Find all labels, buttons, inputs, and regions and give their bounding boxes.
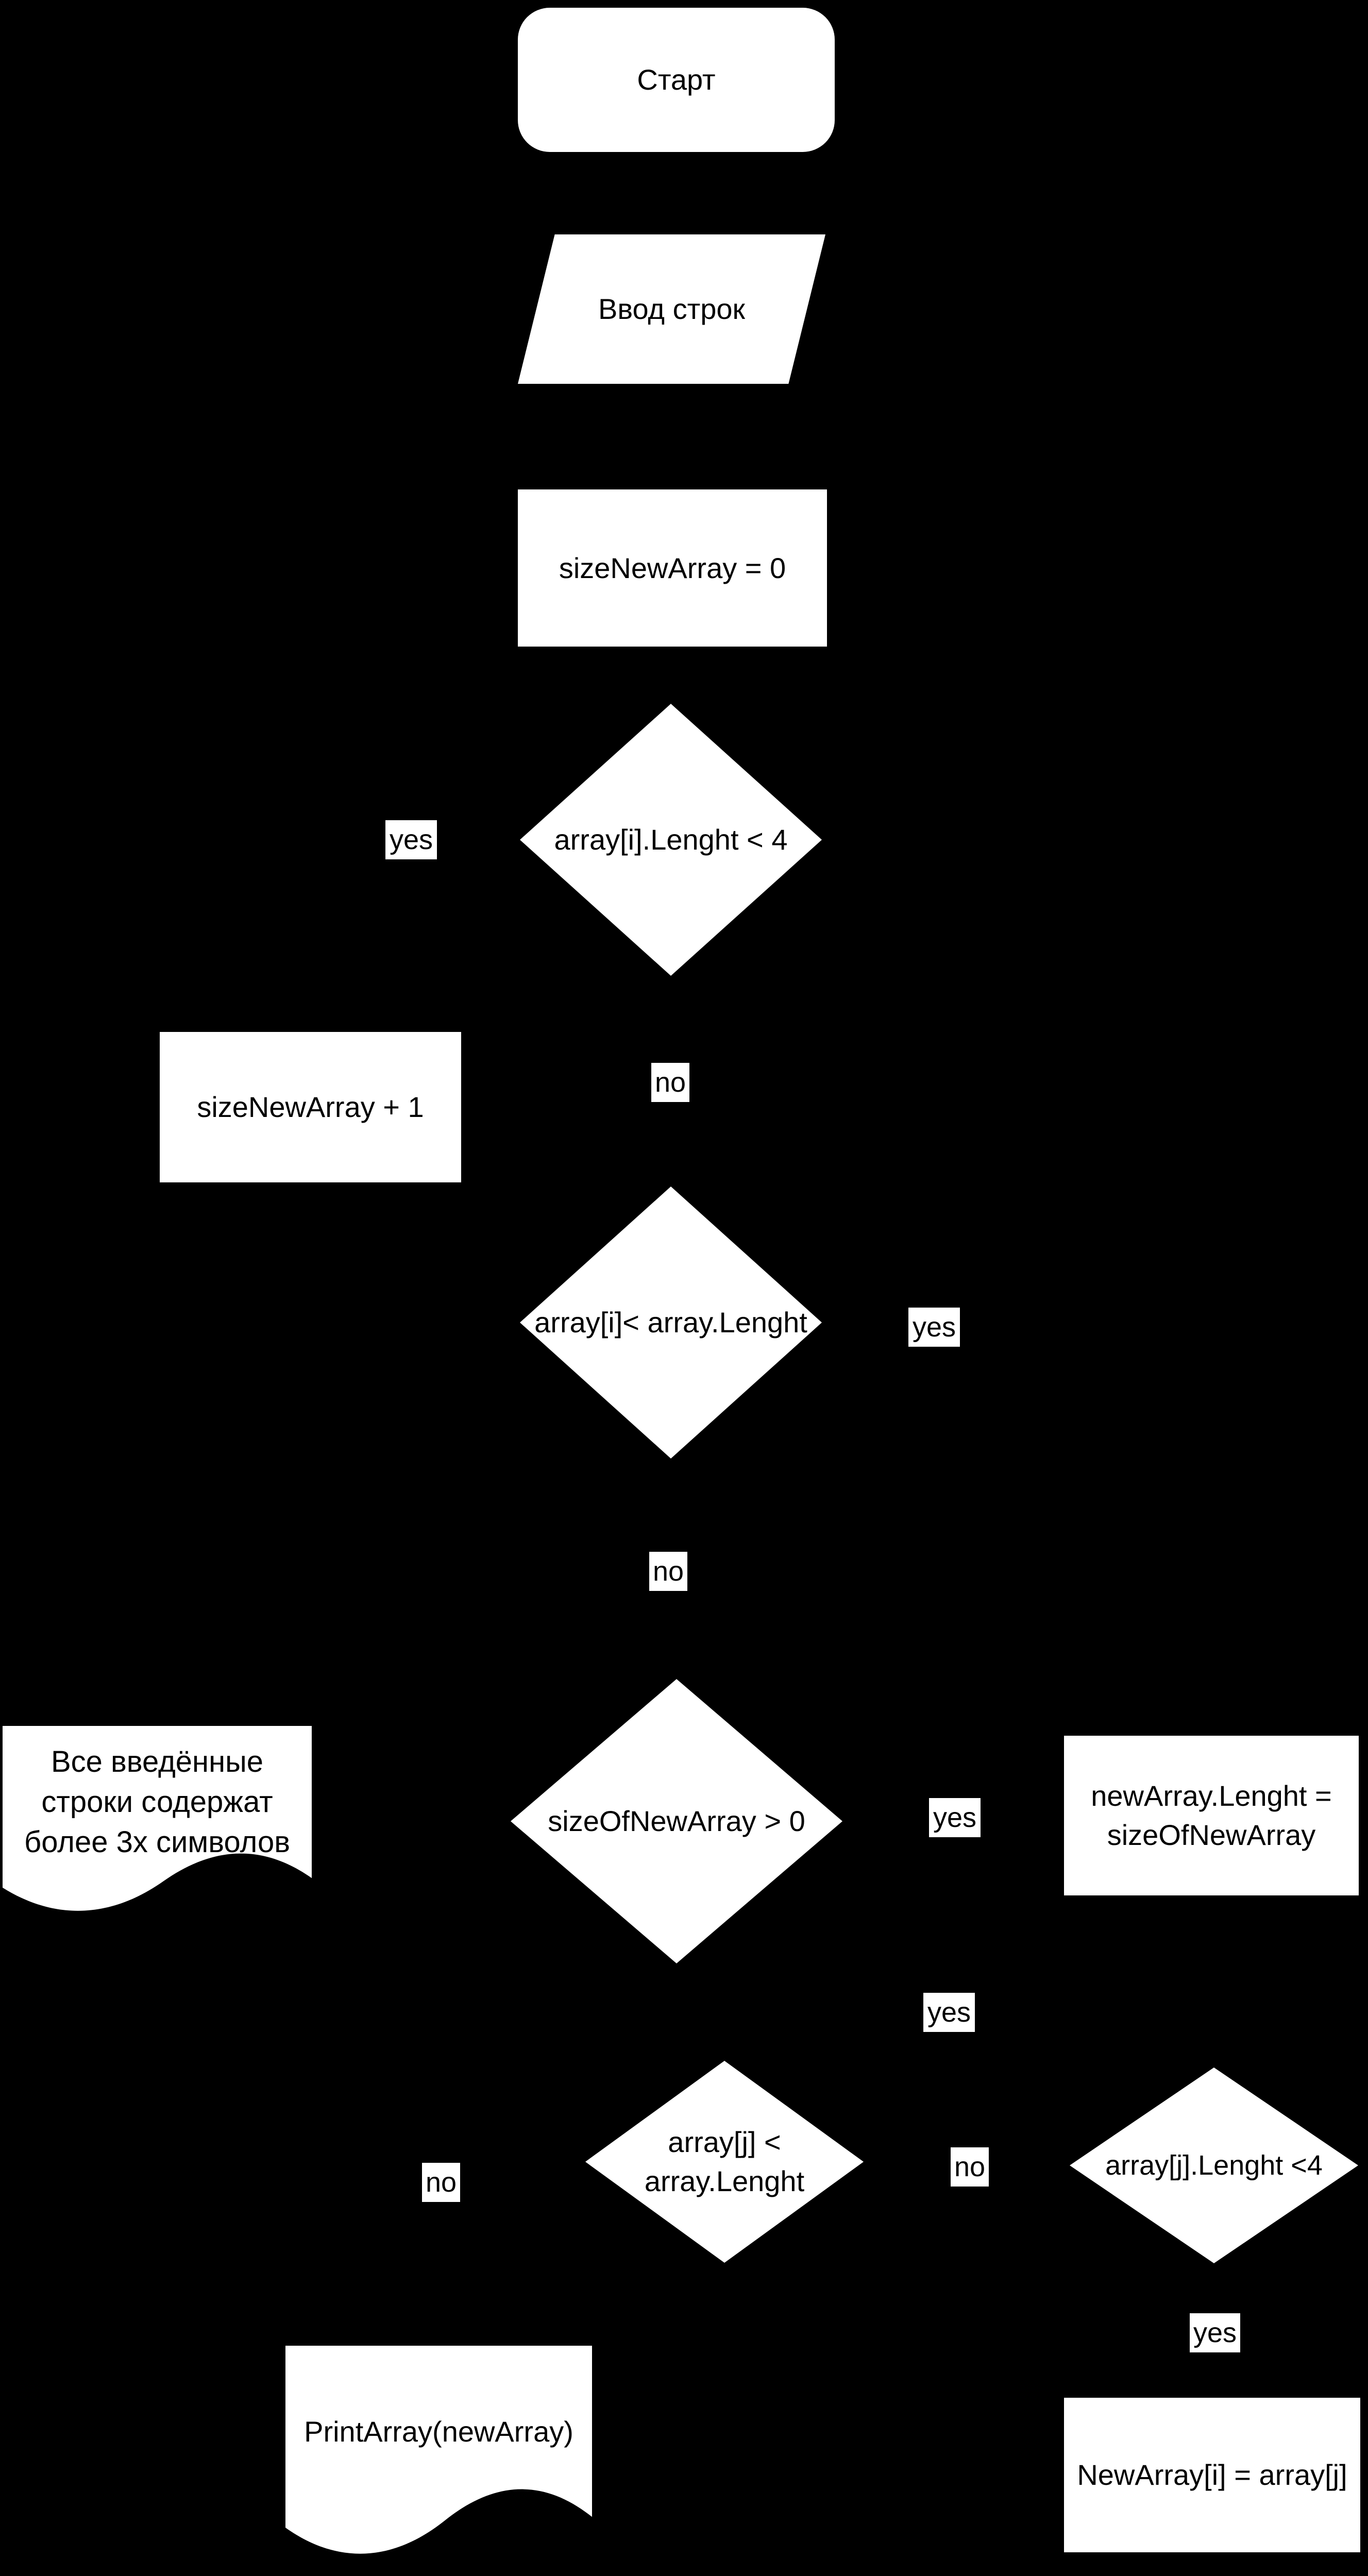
node-set-new-length-label: newArray.Lenght = sizeOfNewArray	[1091, 1776, 1331, 1854]
node-check-new-size-label: sizeOfNewArray > 0	[548, 1805, 805, 1838]
node-print-array-label: PrintArray(newArray)	[304, 2415, 573, 2448]
loop-j-line-2: array.Lenght	[644, 2165, 805, 2197]
diamond-shape	[585, 2061, 864, 2263]
note-line-1: Все введённые	[50, 1744, 264, 1778]
document-shape	[285, 2346, 592, 2554]
node-init-size-label: sizeNewArray = 0	[559, 551, 786, 584]
edge-label-check-j-length-yes: yes	[1190, 2313, 1240, 2352]
diamond-shape	[1070, 2067, 1358, 2263]
node-init-size-process: sizeNewArray = 0	[518, 489, 827, 647]
node-increment-size-process: sizeNewArray + 1	[160, 1032, 461, 1182]
node-check-j-length-decision: array[j].Lenght <4	[1070, 2067, 1358, 2263]
node-start-label: Старт	[637, 63, 716, 96]
node-copy-item-process: NewArray[i] = array[j]	[1064, 2398, 1360, 2552]
edge-label-check-item-length-yes: yes	[385, 820, 437, 859]
node-check-j-length-label: array[j].Lenght <4	[1105, 2149, 1323, 2181]
diamond-shape	[520, 1187, 822, 1459]
edge-label-loop-i-no: no	[649, 1552, 687, 1591]
node-print-array-label-wrap: PrintArray(newArray)	[285, 2346, 592, 2517]
note-line-2: строки содержат	[41, 1785, 273, 1819]
node-set-new-length-process: newArray.Lenght = sizeOfNewArray	[1064, 1736, 1359, 1895]
node-note-label: Все введённые строки содержат более 3х с…	[3, 1726, 312, 1878]
note-line-3: более 3х символов	[24, 1825, 291, 1859]
loop-j-line-1: array[j] <	[668, 2126, 781, 2159]
diamond-shape	[511, 1679, 842, 1963]
edge-label-to-loop-j-yes: yes	[923, 1993, 975, 2032]
diamond-shape	[520, 704, 822, 976]
node-loop-i-decision: array[i]< array.Lenght	[520, 1187, 822, 1459]
node-note-document: Все введённые строки содержат более 3х с…	[3, 1726, 312, 1932]
node-copy-item-label: NewArray[i] = array[j]	[1077, 2459, 1347, 2492]
node-input-parallelogram: Ввод строк	[518, 234, 825, 384]
set-new-length-line-2: sizeOfNewArray	[1107, 1819, 1316, 1851]
node-check-new-size-decision: sizeOfNewArray > 0	[511, 1679, 842, 1963]
edge-label-loop-j-no: no	[422, 2163, 460, 2202]
parallelogram-shape	[518, 234, 825, 384]
node-loop-j-decision: array[j] < array.Lenght	[585, 2061, 864, 2263]
node-check-item-length-label: array[i].Lenght < 4	[554, 823, 788, 856]
edge-label-check-item-length-no: no	[651, 1063, 689, 1102]
node-check-item-length-decision: array[i].Lenght < 4	[520, 704, 822, 976]
edge-label-check-new-size-yes: yes	[929, 1798, 981, 1837]
edge-label-loop-i-yes: yes	[908, 1308, 960, 1347]
document-shape	[3, 1726, 312, 1911]
edge-label-between-loops-no: no	[951, 2147, 989, 2187]
node-start-terminator: Старт	[518, 8, 835, 152]
node-increment-size-label: sizeNewArray + 1	[197, 1091, 424, 1124]
node-loop-i-label: array[i]< array.Lenght	[534, 1306, 807, 1339]
node-input-label: Ввод строк	[598, 293, 746, 326]
set-new-length-line-1: newArray.Lenght =	[1091, 1780, 1332, 1812]
node-print-array-document: PrintArray(newArray)	[285, 2346, 592, 2576]
node-loop-j-label: array[j] < array.Lenght	[645, 2123, 804, 2200]
